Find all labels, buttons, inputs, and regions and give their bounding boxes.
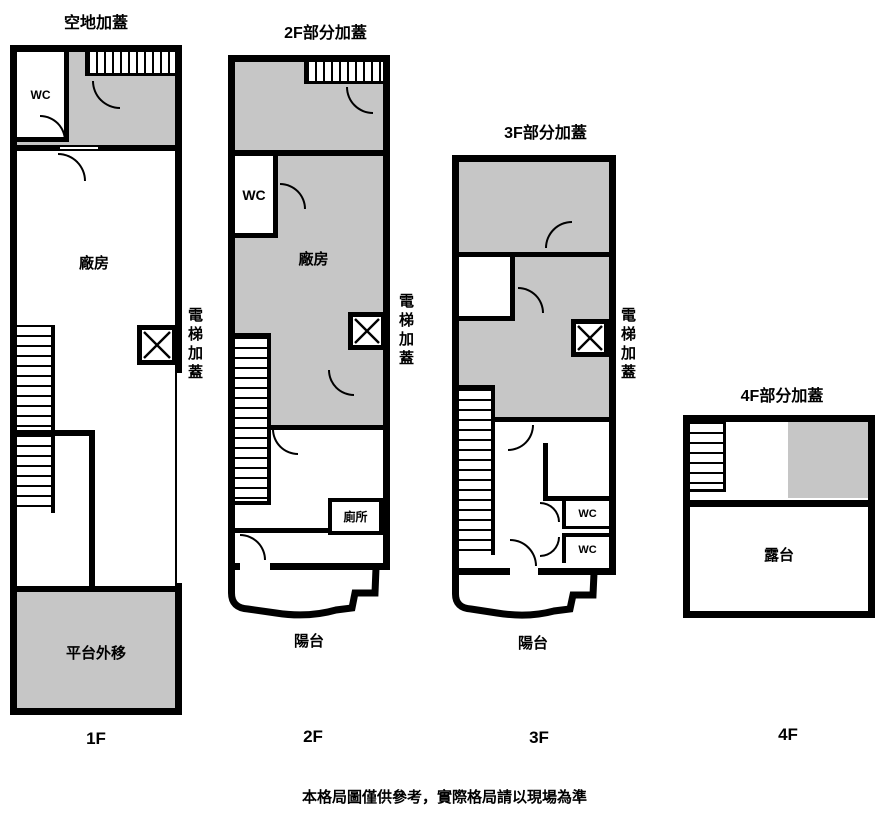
wall: [543, 496, 609, 501]
floor-2-wc-room: WC: [235, 156, 278, 238]
window: [175, 373, 182, 583]
floor-3-wc-lower-label: WC: [578, 544, 597, 556]
floor-4-covered-area: [788, 422, 868, 498]
floor-4-stairs: [690, 422, 726, 492]
floor-2-stairs: [235, 333, 271, 505]
elevator-x-icon: [354, 318, 380, 344]
wall: [17, 586, 175, 592]
floor-3-balcony-label: 陽台: [517, 635, 548, 652]
floor-2-elevator: [348, 312, 386, 350]
floor-2-elevator-side-label: 電梯加蓋: [397, 293, 414, 369]
wall: [17, 430, 95, 436]
floor-2-factory-label: 廠房: [298, 251, 329, 268]
floor-3-wc-upper-room: WC: [562, 501, 609, 529]
floor-2-toilet-label: 廁所: [343, 510, 368, 524]
floor-2-title: 2F部分加蓋: [284, 25, 367, 42]
floor-1-title: 空地加蓋: [63, 15, 128, 32]
door-opening: [510, 568, 538, 575]
floor-3-wc-lower-room: WC: [562, 533, 609, 563]
floor-3-label: 3F: [529, 728, 549, 747]
floor-3-plan: 3F部分加蓋 WC WC 陽台 電梯加蓋 3F: [452, 125, 636, 747]
wall: [271, 425, 383, 430]
floor-1-factory-label: 廠房: [78, 255, 109, 272]
floor-1-platform-area: [17, 592, 175, 708]
floor-3-title: 3F部分加蓋: [504, 125, 587, 142]
floor-2-balcony-outline: [228, 563, 380, 619]
floor-1-stairs: [17, 325, 55, 513]
wall: [690, 500, 868, 507]
floor-1-label: 1F: [86, 729, 106, 748]
wall: [89, 430, 95, 592]
wall: [543, 443, 548, 501]
floor-2-toilet-room: 廁所: [328, 498, 383, 535]
floor-1-elevator-side-label: 電梯加蓋: [186, 307, 203, 383]
floor-1-platform-label: 平台外移: [65, 645, 126, 662]
floor-3-elevator-side-label: 電梯加蓋: [619, 307, 636, 383]
floor-1-plan: 空地加蓋 WC 廠房 平台外移 電梯加蓋 1F: [10, 15, 203, 748]
floor-2-wc-label: WC: [242, 186, 266, 203]
floor-1-elevator: [137, 325, 177, 365]
floor-3-balcony-outline: [452, 568, 598, 619]
floor-4-plan: 4F部分加蓋 露台 4F: [683, 388, 875, 744]
floor-4-title: 4F部分加蓋: [740, 388, 824, 405]
floor-2-plan: 2F部分加蓋 WC 廠房 廁所 陽台 電梯加蓋 2F: [228, 25, 414, 746]
floor-2-balcony-label: 陽台: [293, 633, 324, 650]
wall: [495, 417, 609, 422]
floor-3-wc-upper-label: WC: [578, 507, 597, 520]
floor-4-label: 4F: [778, 725, 798, 744]
floor-3-stairs: [459, 385, 495, 555]
wall: [235, 528, 328, 533]
door-opening: [240, 563, 270, 570]
floor-1-wc-label: WC: [30, 87, 51, 102]
floor-2-top-stairs: [304, 62, 383, 84]
floor-3-covered-area-top: [459, 162, 609, 252]
floor-3-room: [459, 257, 515, 321]
floor-2-label: 2F: [303, 727, 323, 746]
floor-1-top-stairs: [85, 52, 175, 76]
wall: [235, 150, 383, 156]
floor-4-terrace-label: 露台: [763, 547, 794, 564]
wall: [459, 252, 609, 257]
window: [60, 145, 98, 151]
floor-3-elevator: [571, 319, 609, 357]
disclaimer-text: 本格局圖僅供參考，實際格局請以現場為準: [301, 789, 587, 806]
elevator-x-icon: [577, 325, 603, 351]
elevator-x-icon: [143, 331, 171, 359]
